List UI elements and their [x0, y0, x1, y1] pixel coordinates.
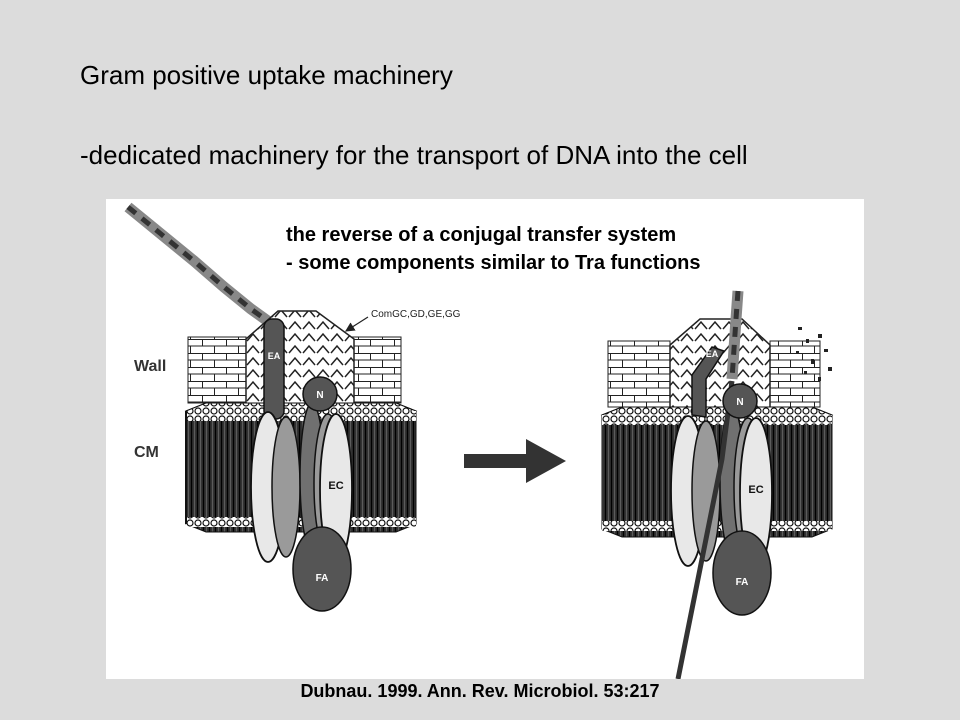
wall-bricks-right-b: [769, 340, 821, 408]
label-fa-right: FA: [736, 577, 749, 588]
comg-pilus-left: [245, 310, 355, 410]
figure-drawing: EA EC N FA ComGC,GD,GE,GG Wall CM: [124, 202, 834, 679]
label-ea-right: EA: [706, 349, 719, 359]
debris-fragments: [796, 327, 832, 381]
label-n-left: N: [316, 390, 323, 401]
note-line-1: the reverse of a conjugal transfer syste…: [286, 224, 677, 246]
label-ec-left: EC: [328, 480, 343, 492]
label-com-proteins: ComGC,GD,GE,GG: [371, 309, 461, 320]
wall-bricks-right-a: [607, 340, 671, 408]
fa-protein-left: [292, 526, 352, 612]
label-wall: Wall: [134, 358, 166, 375]
label-n-right: N: [736, 397, 743, 408]
figure-note: the reverse of a conjugal transfer syste…: [286, 221, 701, 277]
com-pointer: [344, 316, 369, 332]
wall-bricks-left-b: [350, 336, 402, 404]
citation: Dubnau. 1999. Ann. Rev. Microbiol. 53:21…: [300, 681, 660, 701]
note-line-2: - some components similar to Tra functio…: [286, 252, 701, 274]
slide-subtitle: -dedicated machinery for the transport o…: [80, 140, 748, 170]
label-fa-left: FA: [316, 573, 329, 584]
label-ec-right: EC: [748, 484, 763, 496]
left-assembly: EA EC N FA ComGC,GD,GE,GG Wall CM: [124, 202, 461, 612]
uptake-machinery-figure: EA EC N FA ComGC,GD,GE,GG Wall CM: [106, 199, 864, 679]
ec-inner-left-a: [271, 416, 301, 558]
single-strand-dna: [675, 380, 735, 679]
label-cm: CM: [134, 444, 159, 461]
ea-protein-right: [691, 346, 726, 418]
ea-protein-left: [263, 318, 285, 420]
n-protein-left: [302, 376, 338, 412]
right-assembly: EA EC FA N: [600, 290, 834, 679]
wall-bricks-left-a: [187, 336, 247, 404]
fa-protein-right: [712, 530, 772, 616]
label-ea-left: EA: [268, 351, 281, 361]
transition-arrow: [464, 439, 566, 483]
slide-title: Gram positive uptake machinery: [80, 60, 453, 90]
n-protein-right: [722, 383, 758, 419]
dna-helix-right: [675, 290, 744, 679]
